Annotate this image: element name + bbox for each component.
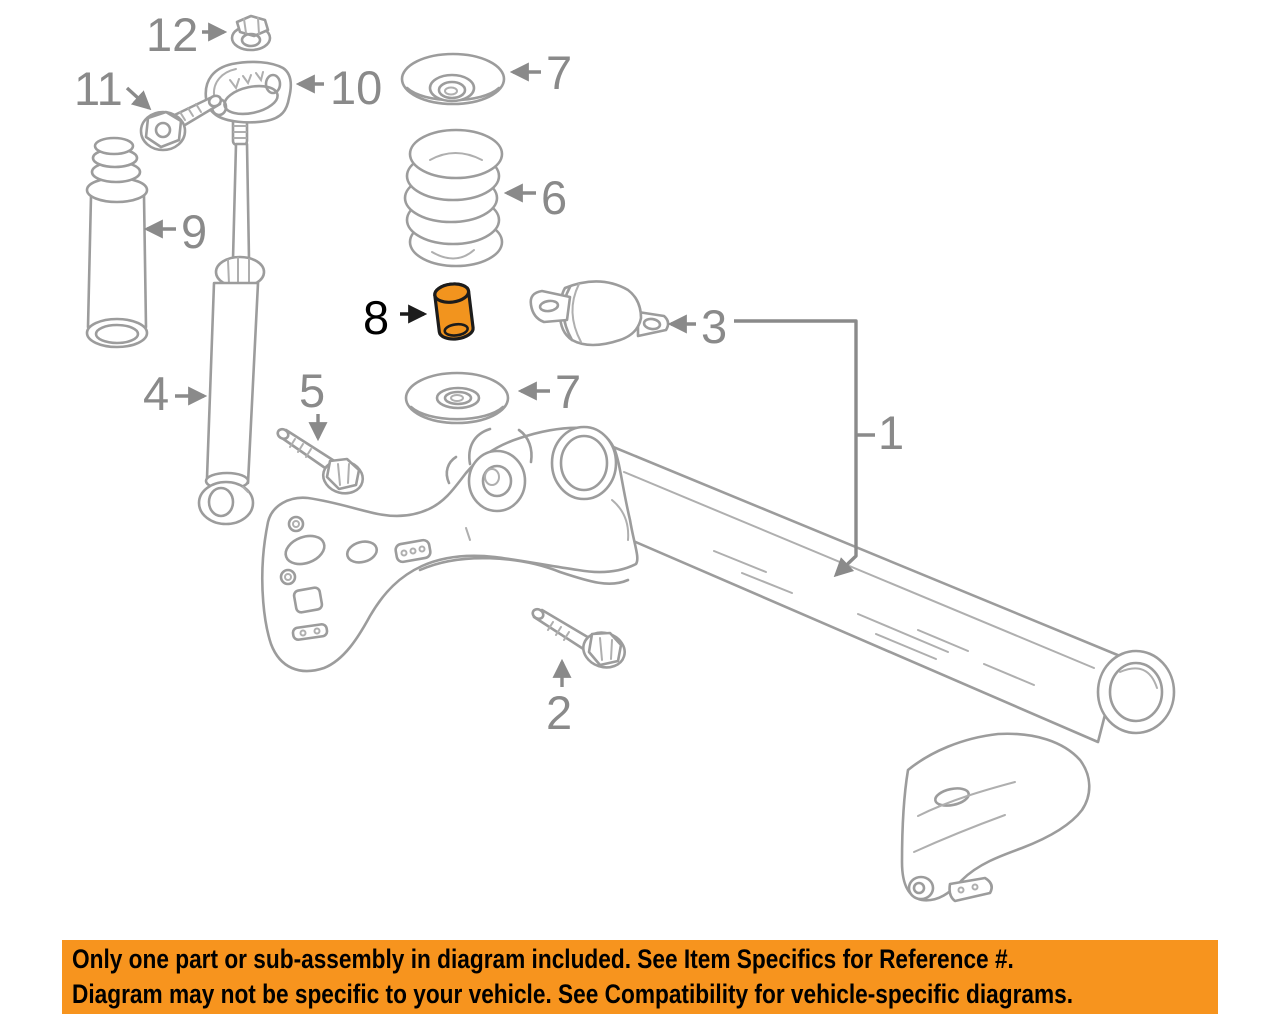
- callout-2-label: 2: [546, 686, 572, 739]
- callout-10-label: 10: [330, 61, 382, 114]
- callout-8-highlighted: 8: [363, 291, 428, 344]
- part-axle-bushing-3: [529, 280, 670, 347]
- callout-3-label: 3: [701, 300, 727, 353]
- callout-12: 12: [146, 8, 228, 61]
- callout-11-label: 11: [74, 62, 123, 115]
- axle-end-tube: [1096, 649, 1176, 735]
- part-axle-beam-assembly: [260, 425, 1176, 903]
- part-spring-bushing-8-highlighted: [433, 282, 475, 341]
- callout-7-lower: 7: [517, 365, 581, 418]
- part-mount-nut-12: [230, 14, 272, 52]
- callout-10: 10: [295, 61, 382, 114]
- part-mount-bolt-2: [531, 607, 626, 669]
- callout-3: 3: [667, 300, 727, 353]
- part-mount-bolt-11: [139, 94, 223, 152]
- callout-4-label: 4: [143, 367, 169, 420]
- callout-5-label: 5: [299, 364, 325, 417]
- callout-6-label: 6: [541, 171, 567, 224]
- banner-line-1-text: Only one part or sub-assembly in diagram…: [72, 944, 1014, 974]
- callout-6: 6: [503, 171, 567, 224]
- callout-9: 9: [143, 205, 207, 258]
- callout-1: 1: [734, 319, 904, 578]
- callout-11: 11: [74, 62, 152, 115]
- callout-1-label: 1: [878, 406, 904, 459]
- part-shock-boot-9: [85, 136, 149, 349]
- beam-speed-lines: [713, 550, 1035, 686]
- part-shock-bolt-5: [276, 427, 365, 495]
- callout-4: 4: [143, 367, 208, 420]
- disclaimer-banner: Only one part or sub-assembly in diagram…: [62, 940, 1218, 1014]
- part-spring-insulator-lower-7: [404, 371, 510, 425]
- part-spring-insulator-upper-7: [400, 52, 506, 106]
- arm-bushing-tube: [550, 425, 618, 501]
- spring-seat-boss: [467, 449, 527, 513]
- part-shock-absorber-4: [197, 116, 266, 526]
- banner-line-1: Only one part or sub-assembly in diagram…: [72, 942, 1218, 977]
- trailing-arm: [260, 426, 639, 673]
- axle-knuckle-bracket: [900, 732, 1091, 903]
- banner-line-2: Diagram may not be specific to your vehi…: [72, 977, 1218, 1012]
- callout-2: 2: [546, 658, 572, 739]
- part-coil-spring-6: [403, 128, 504, 268]
- banner-line-2-text: Diagram may not be specific to your vehi…: [72, 979, 1074, 1009]
- callout-7-upper: 7: [509, 46, 572, 99]
- callout-5: 5: [299, 364, 328, 442]
- callout-7-lower-label: 7: [555, 365, 581, 418]
- callout-7-upper-label: 7: [546, 46, 572, 99]
- callout-12-label: 12: [146, 8, 198, 61]
- callout-1-leader-line: [734, 319, 858, 578]
- callout-9-label: 9: [181, 205, 207, 258]
- callout-11-arrow: [125, 86, 152, 111]
- callout-8-label: 8: [363, 291, 389, 344]
- part-upper-mount-10: [204, 60, 293, 124]
